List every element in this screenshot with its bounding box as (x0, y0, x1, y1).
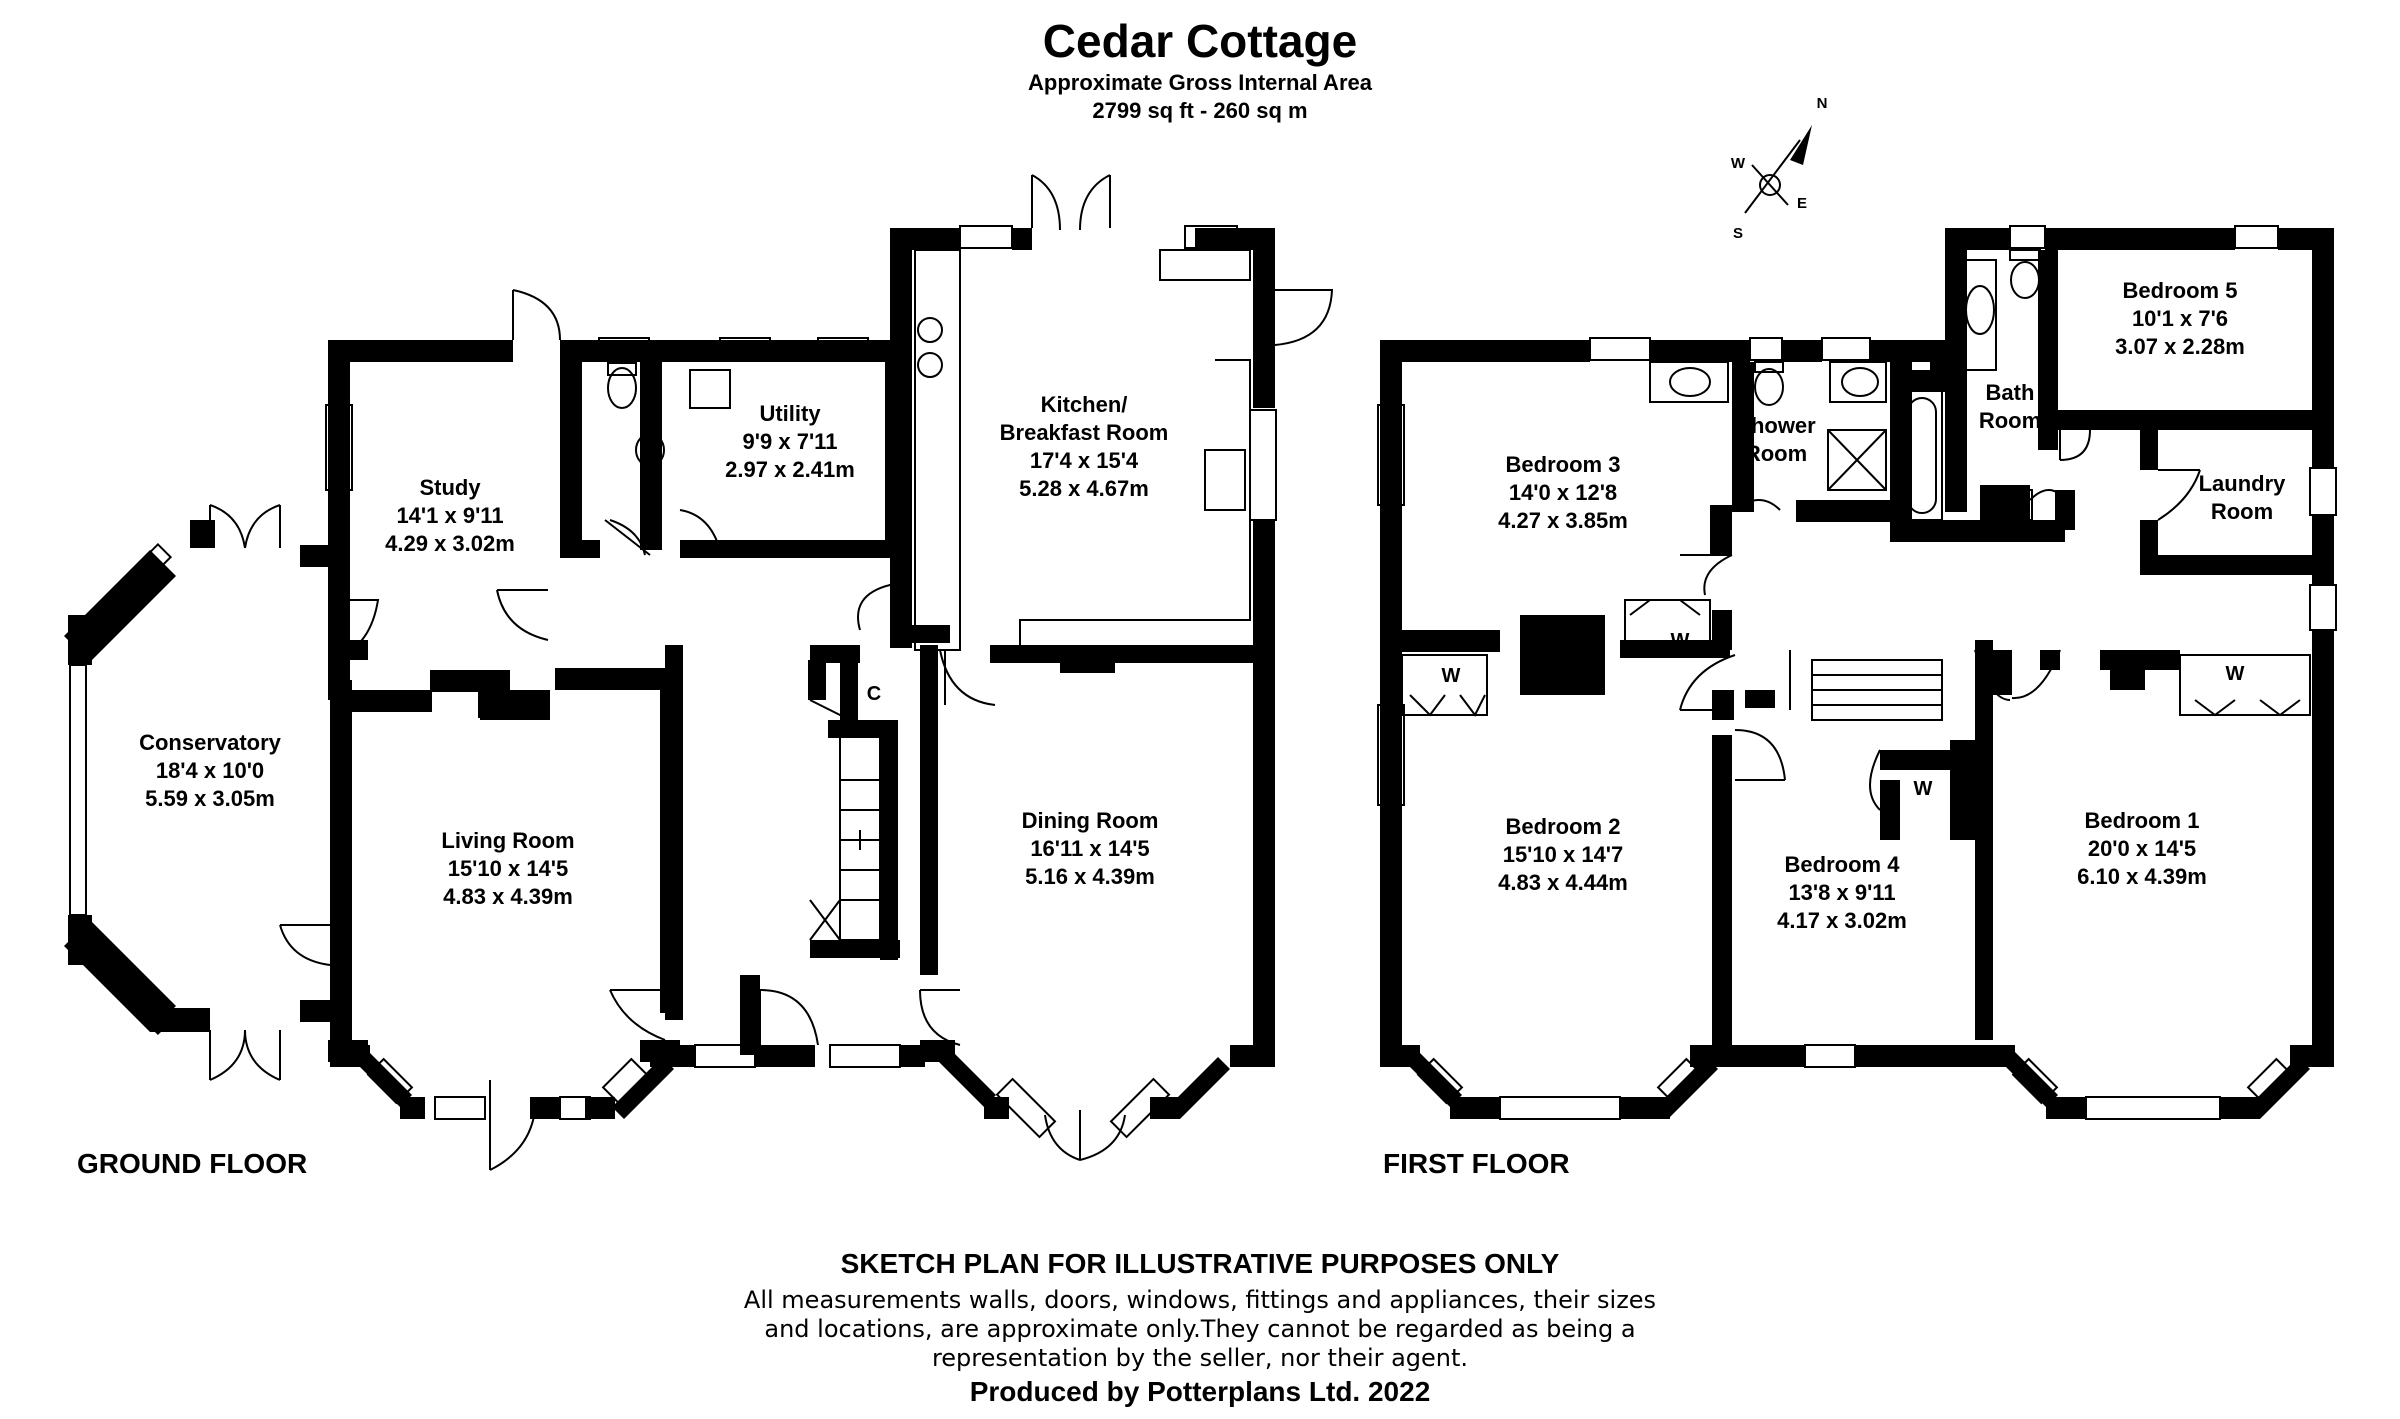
room-bedroom5: Bedroom 5 10'1 x 7'6 3.07 x 2.28m (2115, 278, 2245, 359)
cupboard-c-bath-2: C (2010, 505, 2024, 527)
area-value: 2799 sq ft - 260 sq m (1092, 98, 1308, 123)
wardrobe-w-bedroom4: W (1914, 778, 1933, 800)
room-laundry: Laundry Room (2199, 471, 2287, 524)
room-bedroom2-metric: 4.83 x 4.44m (1498, 870, 1628, 895)
room-utility-metric: 2.97 x 2.41m (725, 457, 855, 482)
room-bedroom4-name: Bedroom 4 (1785, 852, 1901, 877)
room-bedroom5-name: Bedroom 5 (2123, 278, 2238, 303)
room-living-name: Living Room (441, 828, 574, 853)
room-bedroom5-imperial: 10'1 x 7'6 (2132, 306, 2228, 331)
ground-floor-label: GROUND FLOOR (77, 1148, 308, 1179)
room-conservatory-name: Conservatory (139, 730, 282, 755)
room-study-name: Study (419, 475, 481, 500)
fixtures (69, 174, 2337, 1171)
cupboard-c-hall: C (867, 683, 881, 705)
compass-s: S (1733, 225, 1743, 242)
room-laundry-name2: Room (2211, 499, 2273, 524)
room-dining-name: Dining Room (1022, 808, 1159, 833)
compass-n: N (1817, 95, 1828, 112)
room-utility: Utility 9'9 x 7'11 2.97 x 2.41m (725, 401, 855, 482)
room-bedroom3: Bedroom 3 14'0 x 12'8 4.27 x 3.85m (1498, 452, 1628, 533)
room-bedroom3-imperial: 14'0 x 12'8 (1509, 480, 1617, 505)
room-kitchen-metric: 5.28 x 4.67m (1019, 476, 1149, 501)
room-bath-name1: Bath (1986, 380, 2035, 405)
room-bath: Bath Room (1979, 380, 2041, 433)
room-bedroom4-metric: 4.17 x 3.02m (1777, 908, 1907, 933)
room-dining: Dining Room 16'11 x 14'5 5.16 x 4.39m (1022, 808, 1159, 889)
compass-w: W (1731, 155, 1746, 172)
room-shower: Shower Room (1736, 413, 1816, 466)
room-dining-metric: 5.16 x 4.39m (1025, 864, 1155, 889)
room-laundry-name1: Laundry (2199, 471, 2287, 496)
room-conservatory-metric: 5.59 x 3.05m (145, 786, 275, 811)
disclaimer-line-2: and locations, are approximate only.They… (764, 1315, 1636, 1343)
page-title: Cedar Cottage (1042, 15, 1358, 67)
producer-credit: Produced by Potterplans Ltd. 2022 (969, 1376, 1431, 1407)
room-bedroom4: Bedroom 4 13'8 x 9'11 4.17 x 3.02m (1777, 852, 1907, 933)
room-living: Living Room 15'10 x 14'5 4.83 x 4.39m (441, 828, 574, 909)
compass-e: E (1797, 195, 1807, 212)
disclaimer-body: All measurements walls, doors, windows, … (0, 1286, 2400, 1373)
room-bedroom1: Bedroom 1 20'0 x 14'5 6.10 x 4.39m (2077, 808, 2207, 889)
room-bedroom1-metric: 6.10 x 4.39m (2077, 864, 2207, 889)
room-bedroom3-name: Bedroom 3 (1506, 452, 1621, 477)
room-utility-name: Utility (759, 401, 821, 426)
room-bedroom2-name: Bedroom 2 (1506, 814, 1621, 839)
room-study: Study 14'1 x 9'11 4.29 x 3.02m (385, 475, 515, 556)
room-shower-name2: Room (1745, 441, 1807, 466)
room-kitchen-name2: Breakfast Room (1000, 420, 1169, 445)
room-bedroom1-name: Bedroom 1 (2085, 808, 2200, 833)
first-floor-label: FIRST FLOOR (1383, 1148, 1570, 1179)
room-bedroom2: Bedroom 2 15'10 x 14'7 4.83 x 4.44m (1498, 814, 1628, 895)
room-kitchen: Kitchen/ Breakfast Room 17'4 x 15'4 5.28… (1000, 392, 1169, 501)
room-living-metric: 4.83 x 4.39m (443, 884, 573, 909)
cupboard-c-bath-1: C (1983, 505, 1997, 527)
disclaimer-line-3: representation by the seller, nor their … (931, 1344, 1469, 1372)
disclaimer-heading: SKETCH PLAN FOR ILLUSTRATIVE PURPOSES ON… (840, 1248, 1560, 1279)
room-bedroom5-metric: 3.07 x 2.28m (2115, 334, 2245, 359)
room-bedroom4-imperial: 13'8 x 9'11 (1788, 880, 1895, 905)
room-bedroom1-imperial: 20'0 x 14'5 (2088, 836, 2196, 861)
area-subtitle: Approximate Gross Internal Area (1028, 70, 1372, 95)
room-study-imperial: 14'1 x 9'11 (396, 503, 503, 528)
room-study-metric: 4.29 x 3.02m (385, 531, 515, 556)
compass-icon: N S E W (1731, 95, 1828, 242)
wardrobe-w-bedroom3: W (1671, 630, 1690, 652)
room-living-imperial: 15'10 x 14'5 (448, 856, 569, 881)
room-conservatory: Conservatory 18'4 x 10'0 5.59 x 3.05m (139, 730, 282, 811)
room-kitchen-name1: Kitchen/ (1041, 392, 1128, 417)
walls (64, 228, 2334, 1119)
room-bedroom3-metric: 4.27 x 3.85m (1498, 508, 1628, 533)
disclaimer-line-1: All measurements walls, doors, windows, … (743, 1286, 1657, 1314)
room-dining-imperial: 16'11 x 14'5 (1030, 836, 1149, 861)
room-shower-name1: Shower (1736, 413, 1816, 438)
wardrobe-w-bedroom1: W (2226, 663, 2245, 685)
room-kitchen-imperial: 17'4 x 15'4 (1030, 448, 1139, 473)
room-utility-imperial: 9'9 x 7'11 (743, 429, 838, 454)
room-bath-name2: Room (1979, 408, 2041, 433)
room-conservatory-imperial: 18'4 x 10'0 (156, 758, 264, 783)
room-bedroom2-imperial: 15'10 x 14'7 (1503, 842, 1624, 867)
wardrobe-w-bedroom2: W (1442, 665, 1461, 687)
